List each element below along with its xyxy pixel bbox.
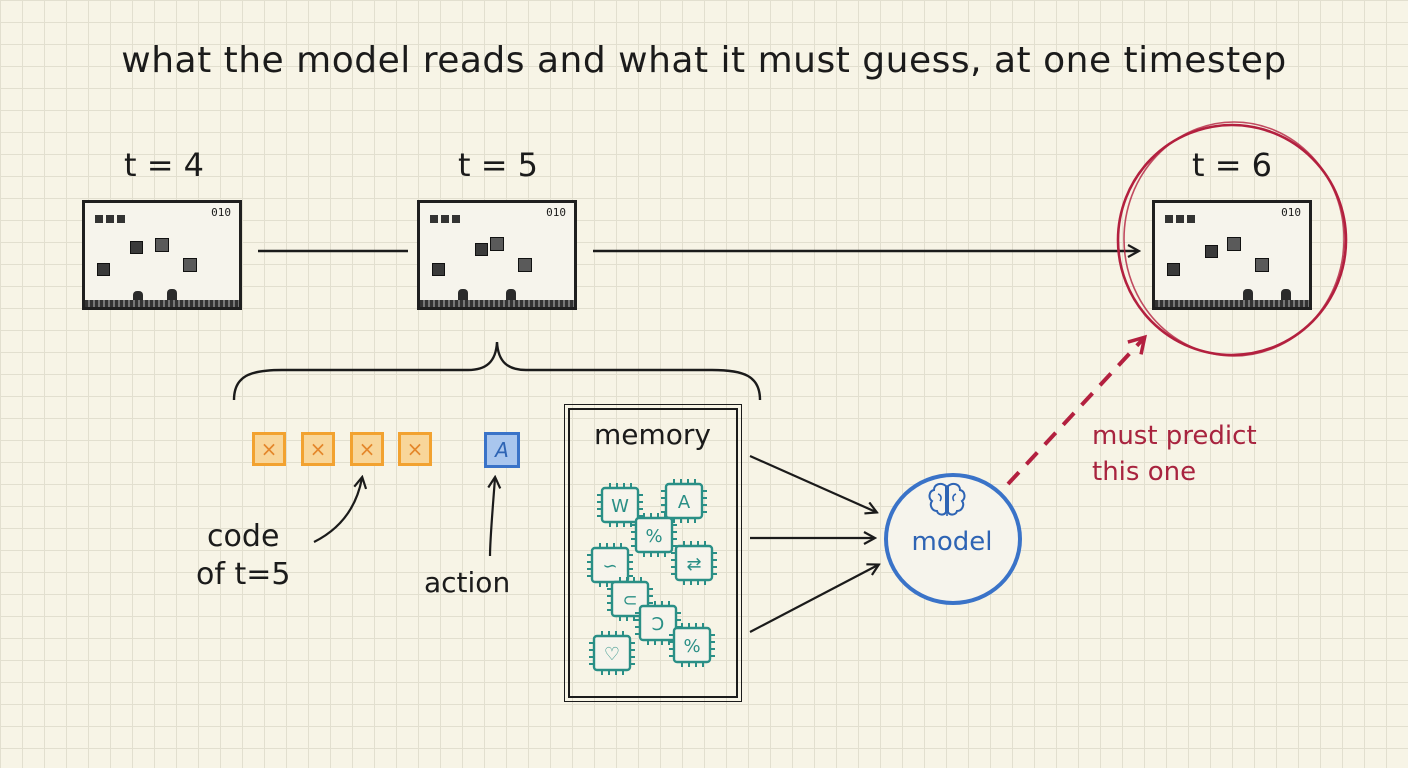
predict-label: must predict this one — [1092, 418, 1257, 490]
frame-score: 010 — [211, 206, 231, 219]
diagram-title: what the model reads and what it must gu… — [121, 40, 1287, 81]
action-label: action — [424, 566, 511, 599]
game-block — [1255, 258, 1269, 272]
lives-indicator — [95, 215, 125, 223]
chip-symbol: Ↄ — [652, 614, 665, 635]
chip-icon: ⊂ — [607, 577, 653, 621]
enemy-sprite — [506, 289, 516, 301]
game-block — [1167, 263, 1180, 276]
code-arrow — [313, 478, 362, 543]
chip-symbol: % — [683, 636, 700, 657]
memory-label: memory — [594, 418, 711, 451]
code-token-2: × — [301, 432, 335, 466]
code-label-line2: of t=5 — [196, 557, 291, 592]
game-frame-t6: 010 — [1152, 200, 1312, 310]
enemy-sprite — [167, 289, 177, 301]
action-token: A — [484, 432, 520, 468]
memory-model-arrow-3 — [749, 565, 878, 633]
code-token-3: × — [350, 432, 384, 466]
ground — [420, 300, 574, 307]
target-circle-second-stroke — [1123, 121, 1345, 357]
target-circle — [1116, 123, 1348, 357]
input-brace — [232, 341, 762, 401]
code-token-1: × — [252, 432, 286, 466]
frame-score: 010 — [546, 206, 566, 219]
game-block — [490, 237, 504, 251]
chip-icon: A — [661, 479, 707, 523]
chip-symbol: ⊂ — [622, 590, 637, 611]
game-block — [97, 263, 110, 276]
predict-label-line2: this one — [1092, 457, 1197, 487]
game-block — [155, 238, 169, 252]
code-token-4: × — [398, 432, 432, 466]
model-label: model — [911, 527, 993, 557]
game-block — [475, 243, 488, 256]
game-block — [183, 258, 197, 272]
chip-symbol: ♡ — [604, 644, 620, 665]
player-sprite — [1243, 289, 1253, 301]
game-block — [1227, 237, 1241, 251]
chip-icon: W — [597, 483, 643, 527]
predict-label-line1: must predict — [1092, 421, 1257, 451]
game-block — [1205, 245, 1218, 258]
memory-box — [564, 404, 742, 702]
player-sprite — [458, 289, 468, 301]
game-block — [432, 263, 445, 276]
timestep-label-t6: t = 6 — [1191, 146, 1273, 184]
game-frame-t5: 010 — [417, 200, 577, 310]
action-arrow — [490, 478, 495, 557]
code-label: code of t=5 — [196, 518, 290, 594]
game-frame-t4: 010 — [82, 200, 242, 310]
model-node — [884, 473, 1022, 605]
timestep-label-t4: t = 4 — [123, 146, 205, 184]
memory-model-arrow-1 — [749, 454, 876, 512]
chip-icon: Ↄ — [635, 601, 681, 645]
chip-icon: % — [669, 623, 715, 667]
prediction-arrow — [1006, 334, 1148, 486]
brain-icon — [928, 482, 966, 516]
chip-symbol: ⇄ — [686, 554, 701, 575]
chip-icon: ⇄ — [671, 541, 717, 585]
timestep-label-t5: t = 5 — [457, 146, 539, 184]
chip-icon: ♡ — [589, 631, 635, 675]
ground — [85, 300, 239, 307]
chip-icon: % — [631, 513, 677, 557]
enemy-sprite — [1281, 289, 1291, 301]
game-block — [130, 241, 143, 254]
chip-symbol: % — [645, 526, 662, 547]
chip-symbol: ∽ — [602, 556, 617, 577]
lives-indicator — [430, 215, 460, 223]
game-block — [518, 258, 532, 272]
ground — [1155, 300, 1309, 307]
chip-icon: ∽ — [587, 543, 633, 587]
player-sprite — [133, 291, 143, 303]
code-label-line1: code — [207, 519, 280, 554]
chip-symbol: W — [611, 496, 629, 517]
frame-score: 010 — [1281, 206, 1301, 219]
chip-symbol: A — [678, 492, 691, 513]
lives-indicator — [1165, 215, 1195, 223]
